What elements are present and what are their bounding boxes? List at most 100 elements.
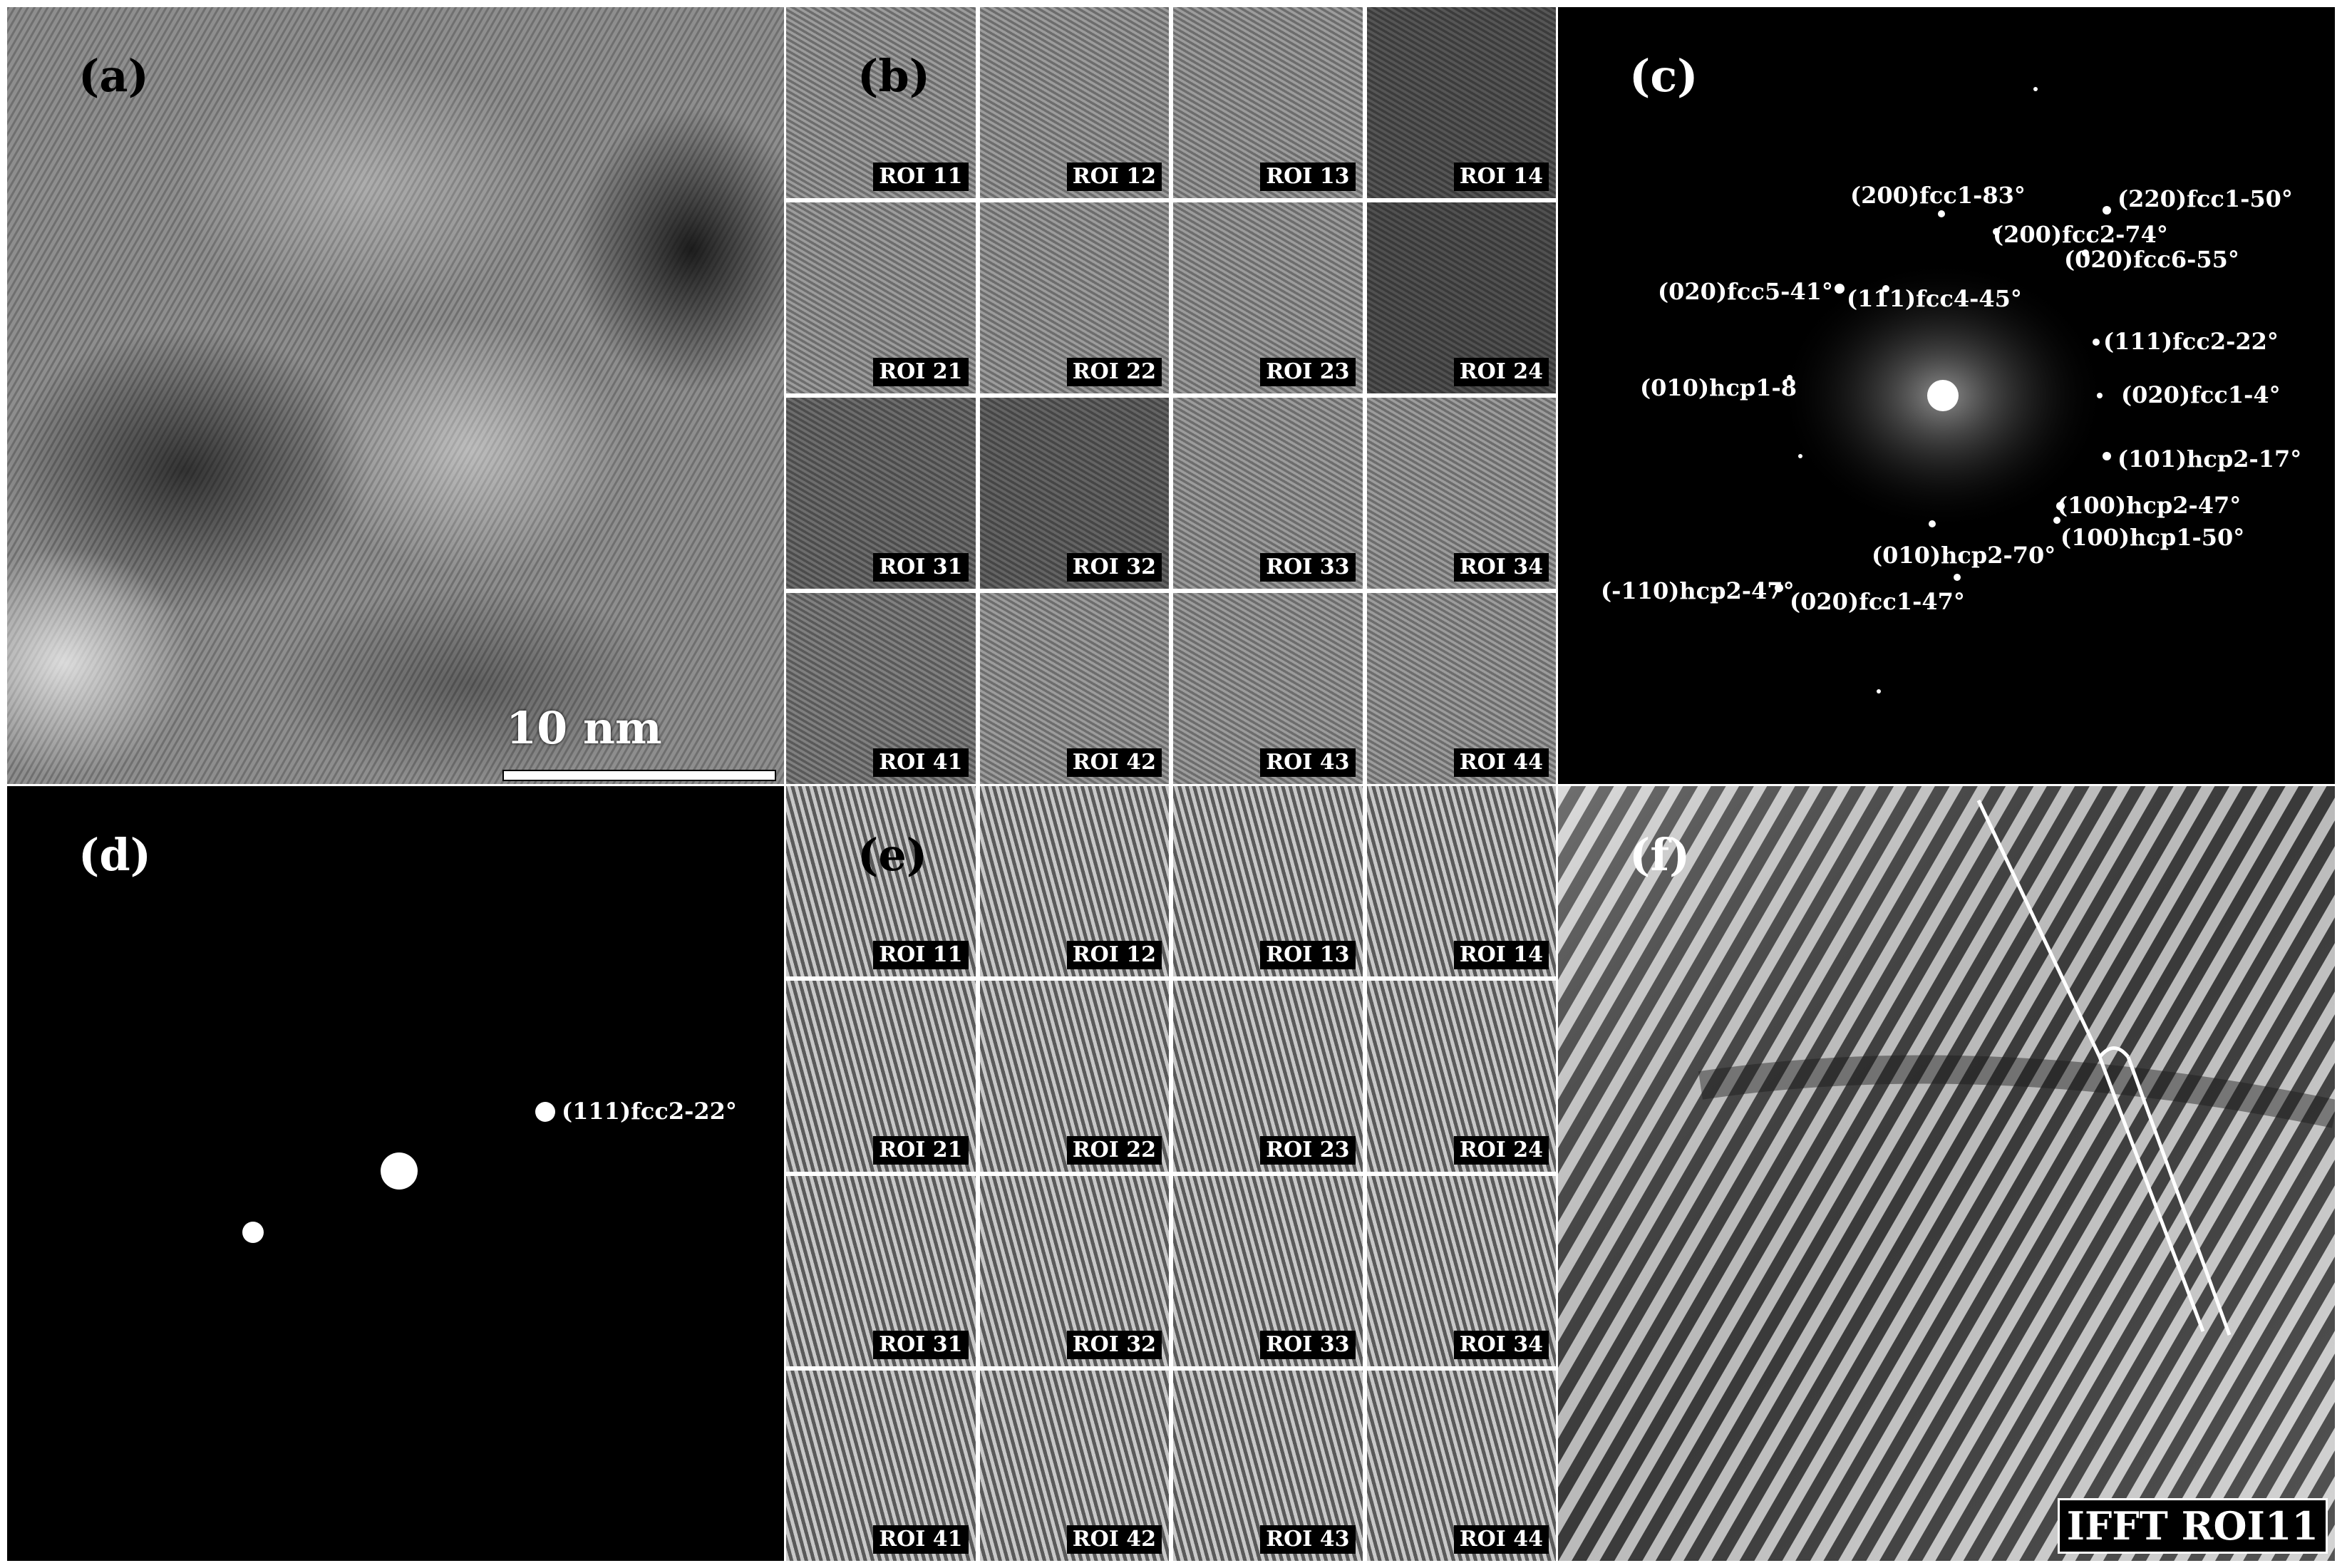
panel-a-label: (a): [78, 50, 149, 102]
roi-tile: ROI 13: [1173, 7, 1363, 198]
fft-spots: [1775, 87, 2111, 693]
roi-tile: ROI 11: [786, 786, 976, 977]
roi-tile: ROI 43: [1173, 593, 1363, 784]
roi-tile: ROI 22: [979, 202, 1169, 393]
roi-tile: ROI 13: [1173, 786, 1363, 977]
roi-label: ROI 42: [1066, 748, 1162, 777]
roi-label: ROI 41: [873, 748, 969, 777]
fft-spot-label: (020)fcc1-47°: [1790, 588, 1965, 615]
mask-spot-label: (111)fcc2-22°: [562, 1098, 737, 1125]
panel-e-label: (e): [857, 829, 928, 881]
fft-spot-label: (101)hcp2-17°: [2117, 445, 2302, 473]
roi-tile: ROI 31: [786, 398, 976, 589]
roi-label: ROI 41: [873, 1525, 969, 1554]
panel-d-mask: (d) (111)fcc2-22°: [7, 786, 784, 1561]
hrtem-texture: [7, 7, 784, 784]
panel-a-hrtem-image: (a) 10 nm: [7, 7, 784, 784]
roi-label: ROI 22: [1066, 358, 1162, 386]
roi-label: ROI 31: [873, 553, 969, 582]
fft-spot-label: (010)hcp2-70°: [1872, 542, 2056, 569]
roi-label: ROI 11: [873, 163, 969, 191]
fft-spot-label: (100)hcp2-47°: [2057, 492, 2242, 519]
roi-label: ROI 13: [1260, 941, 1356, 970]
roi-grid-b: ROI 11 ROI 12 ROI 13 ROI 14 ROI 21 ROI 22 ROI …: [786, 7, 1556, 784]
roi-tile: ROI 24: [1366, 202, 1556, 393]
ifft-caption: IFFT ROI11: [2057, 1498, 2328, 1554]
fft-pattern: [1775, 87, 2111, 693]
roi-tile: ROI 31: [786, 1175, 976, 1366]
roi-tile: ROI 24: [1366, 981, 1556, 1172]
roi-label: ROI 34: [1453, 553, 1549, 582]
roi-label: ROI 34: [1453, 1330, 1549, 1359]
roi-label: ROI 32: [1066, 1330, 1162, 1359]
roi-label: ROI 12: [1066, 941, 1162, 970]
roi-tile: ROI 41: [786, 593, 976, 784]
fft-spot-label: (111)fcc4-45°: [1847, 285, 2022, 312]
roi-label: ROI 44: [1453, 748, 1549, 777]
fft-spot-label: (200)fcc2-74°: [1993, 221, 2168, 248]
roi-tile: ROI 21: [786, 981, 976, 1172]
roi-label: ROI 42: [1066, 1525, 1162, 1554]
roi-tile: ROI 21: [786, 202, 976, 393]
fft-spot-label: (020)fcc6-55°: [2064, 246, 2239, 273]
scale-bar-label: 10 nm: [506, 702, 662, 754]
fft-spot-label: (200)fcc1-83°: [1850, 182, 2026, 209]
roi-tile: ROI 22: [979, 981, 1169, 1172]
roi-tile: ROI 23: [1173, 981, 1363, 1172]
panel-f-label: (f): [1629, 829, 1691, 881]
fft-spot-label: (220)fcc1-50°: [2117, 185, 2293, 212]
scale-bar: [502, 770, 776, 781]
roi-label: ROI 23: [1260, 358, 1356, 386]
roi-tile: ROI 33: [1173, 1175, 1363, 1366]
roi-tile: ROI 12: [979, 7, 1169, 198]
fft-spot-label: (-110)hcp2-47°: [1601, 577, 1795, 604]
roi-tile: ROI 42: [979, 1370, 1169, 1561]
fft-spot-label: (111)fcc2-22°: [2103, 328, 2279, 355]
roi-tile: ROI 44: [1366, 593, 1556, 784]
roi-label: ROI 13: [1260, 163, 1356, 191]
roi-tile: ROI 34: [1366, 1175, 1556, 1366]
roi-label: ROI 33: [1260, 553, 1356, 582]
panel-e-ifft-roi-grid: ROI 11 ROI 12 ROI 13 ROI 14 ROI 21 ROI 22 ROI …: [786, 786, 1556, 1561]
panel-b-label: (b): [857, 50, 931, 102]
fft-spot-label: (020)fcc5-41°: [1658, 278, 1833, 305]
roi-label: ROI 21: [873, 1135, 969, 1165]
panel-c-fft: (c) (200)fcc1-83° (220)fcc1-50° (200)fcc2-…: [1558, 7, 2335, 784]
roi-label: ROI 43: [1260, 748, 1356, 777]
ifft-fringes: [1558, 786, 2335, 1561]
panel-d-label: (d): [78, 829, 152, 881]
panel-f-ifft-roi11: (f) IFFT ROI11: [1558, 786, 2335, 1561]
roi-tile: ROI 14: [1366, 786, 1556, 977]
panel-b-roi-grid: ROI 11 ROI 12 ROI 13 ROI 14 ROI 21 ROI 22 ROI …: [786, 7, 1556, 784]
roi-label: ROI 12: [1066, 163, 1162, 191]
roi-label: ROI 22: [1066, 1135, 1162, 1165]
roi-label: ROI 44: [1453, 1525, 1549, 1554]
roi-tile: ROI 23: [1173, 202, 1363, 393]
roi-tile: ROI 12: [979, 786, 1169, 977]
roi-label: ROI 24: [1453, 358, 1549, 386]
fft-spot-label: (100)hcp1-50°: [2060, 524, 2245, 551]
roi-tile: ROI 44: [1366, 1370, 1556, 1561]
roi-tile: ROI 33: [1173, 398, 1363, 589]
roi-label: ROI 32: [1066, 553, 1162, 582]
roi-tile: ROI 41: [786, 1370, 976, 1561]
roi-label: ROI 21: [873, 358, 969, 386]
roi-label: ROI 24: [1453, 1135, 1549, 1165]
roi-label: ROI 43: [1260, 1525, 1356, 1554]
roi-tile: ROI 14: [1366, 7, 1556, 198]
mask-spots: [242, 1102, 555, 1243]
roi-label: ROI 31: [873, 1330, 969, 1359]
roi-label: ROI 11: [873, 941, 969, 970]
fft-spot-label: (020)fcc1-4°: [2121, 381, 2281, 408]
roi-label: ROI 14: [1453, 163, 1549, 191]
roi-label: ROI 14: [1453, 941, 1549, 970]
roi-label: ROI 23: [1260, 1135, 1356, 1165]
roi-tile: ROI 34: [1366, 398, 1556, 589]
roi-tile: ROI 32: [979, 1175, 1169, 1366]
roi-tile: ROI 32: [979, 398, 1169, 589]
fft-spot-label: (010)hcp1-8: [1640, 374, 1797, 401]
dislocation-marker: [1976, 799, 2232, 1336]
roi-tile: ROI 11: [786, 7, 976, 198]
roi-tile: ROI 42: [979, 593, 1169, 784]
panel-c-label: (c): [1629, 50, 1698, 102]
